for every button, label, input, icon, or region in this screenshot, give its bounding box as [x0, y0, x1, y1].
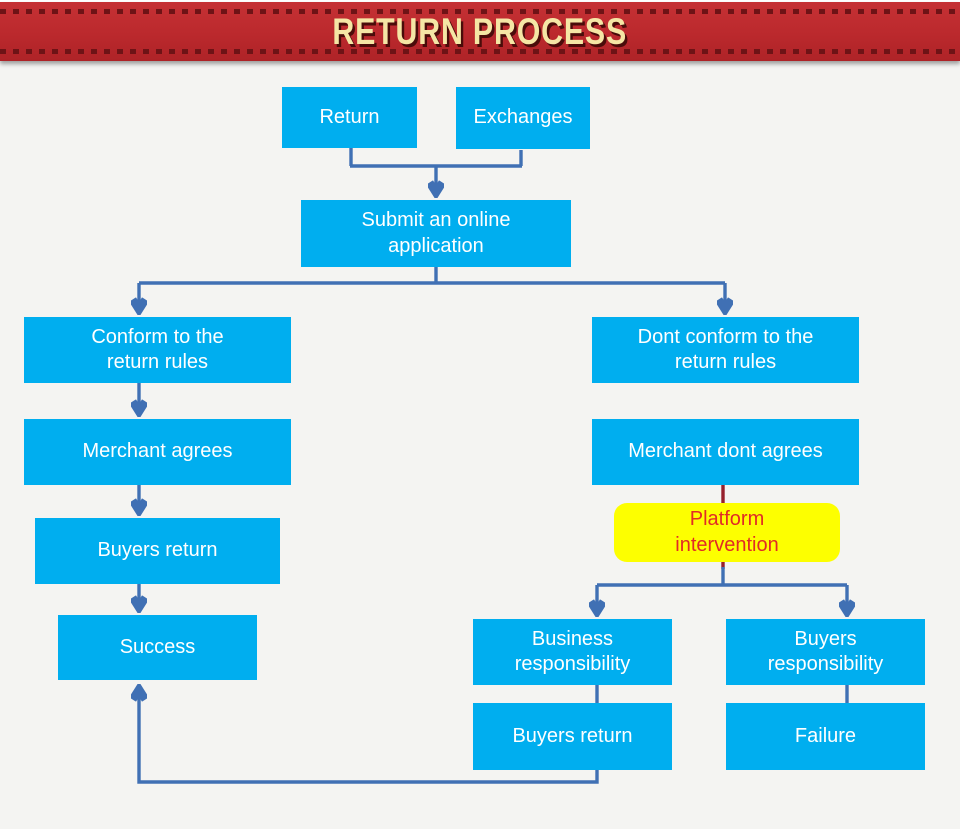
top-margin-strip [0, 0, 960, 2]
node-exchanges: Exchanges [456, 87, 590, 149]
node-success: Success [58, 615, 257, 680]
node-buyers-responsibility: Buyers responsibility [726, 619, 925, 685]
node-merchant-agrees: Merchant agrees [24, 419, 291, 485]
node-buyers-return-right: Buyers return [473, 703, 672, 770]
node-platform-intervention: Platform intervention [614, 503, 840, 562]
node-submit-application: Submit an online application [301, 200, 571, 267]
node-failure: Failure [726, 703, 925, 770]
node-dont-conform-to-rules: Dont conform to the return rules [592, 317, 859, 383]
node-conform-to-rules: Conform to the return rules [24, 317, 291, 383]
node-merchant-dont-agrees: Merchant dont agrees [592, 419, 859, 485]
banner-dashed-line-top [0, 9, 960, 14]
banner-dashed-line-bottom [0, 49, 960, 54]
node-return: Return [282, 87, 417, 148]
node-buyers-return-left: Buyers return [35, 518, 280, 584]
edge-submit-split [139, 267, 725, 285]
page-title: RETURN PROCESS [332, 10, 628, 52]
node-business-responsibility: Business responsibility [473, 619, 672, 685]
title-banner: RETURN PROCESS [0, 2, 960, 61]
edge-return-merge [349, 148, 523, 168]
